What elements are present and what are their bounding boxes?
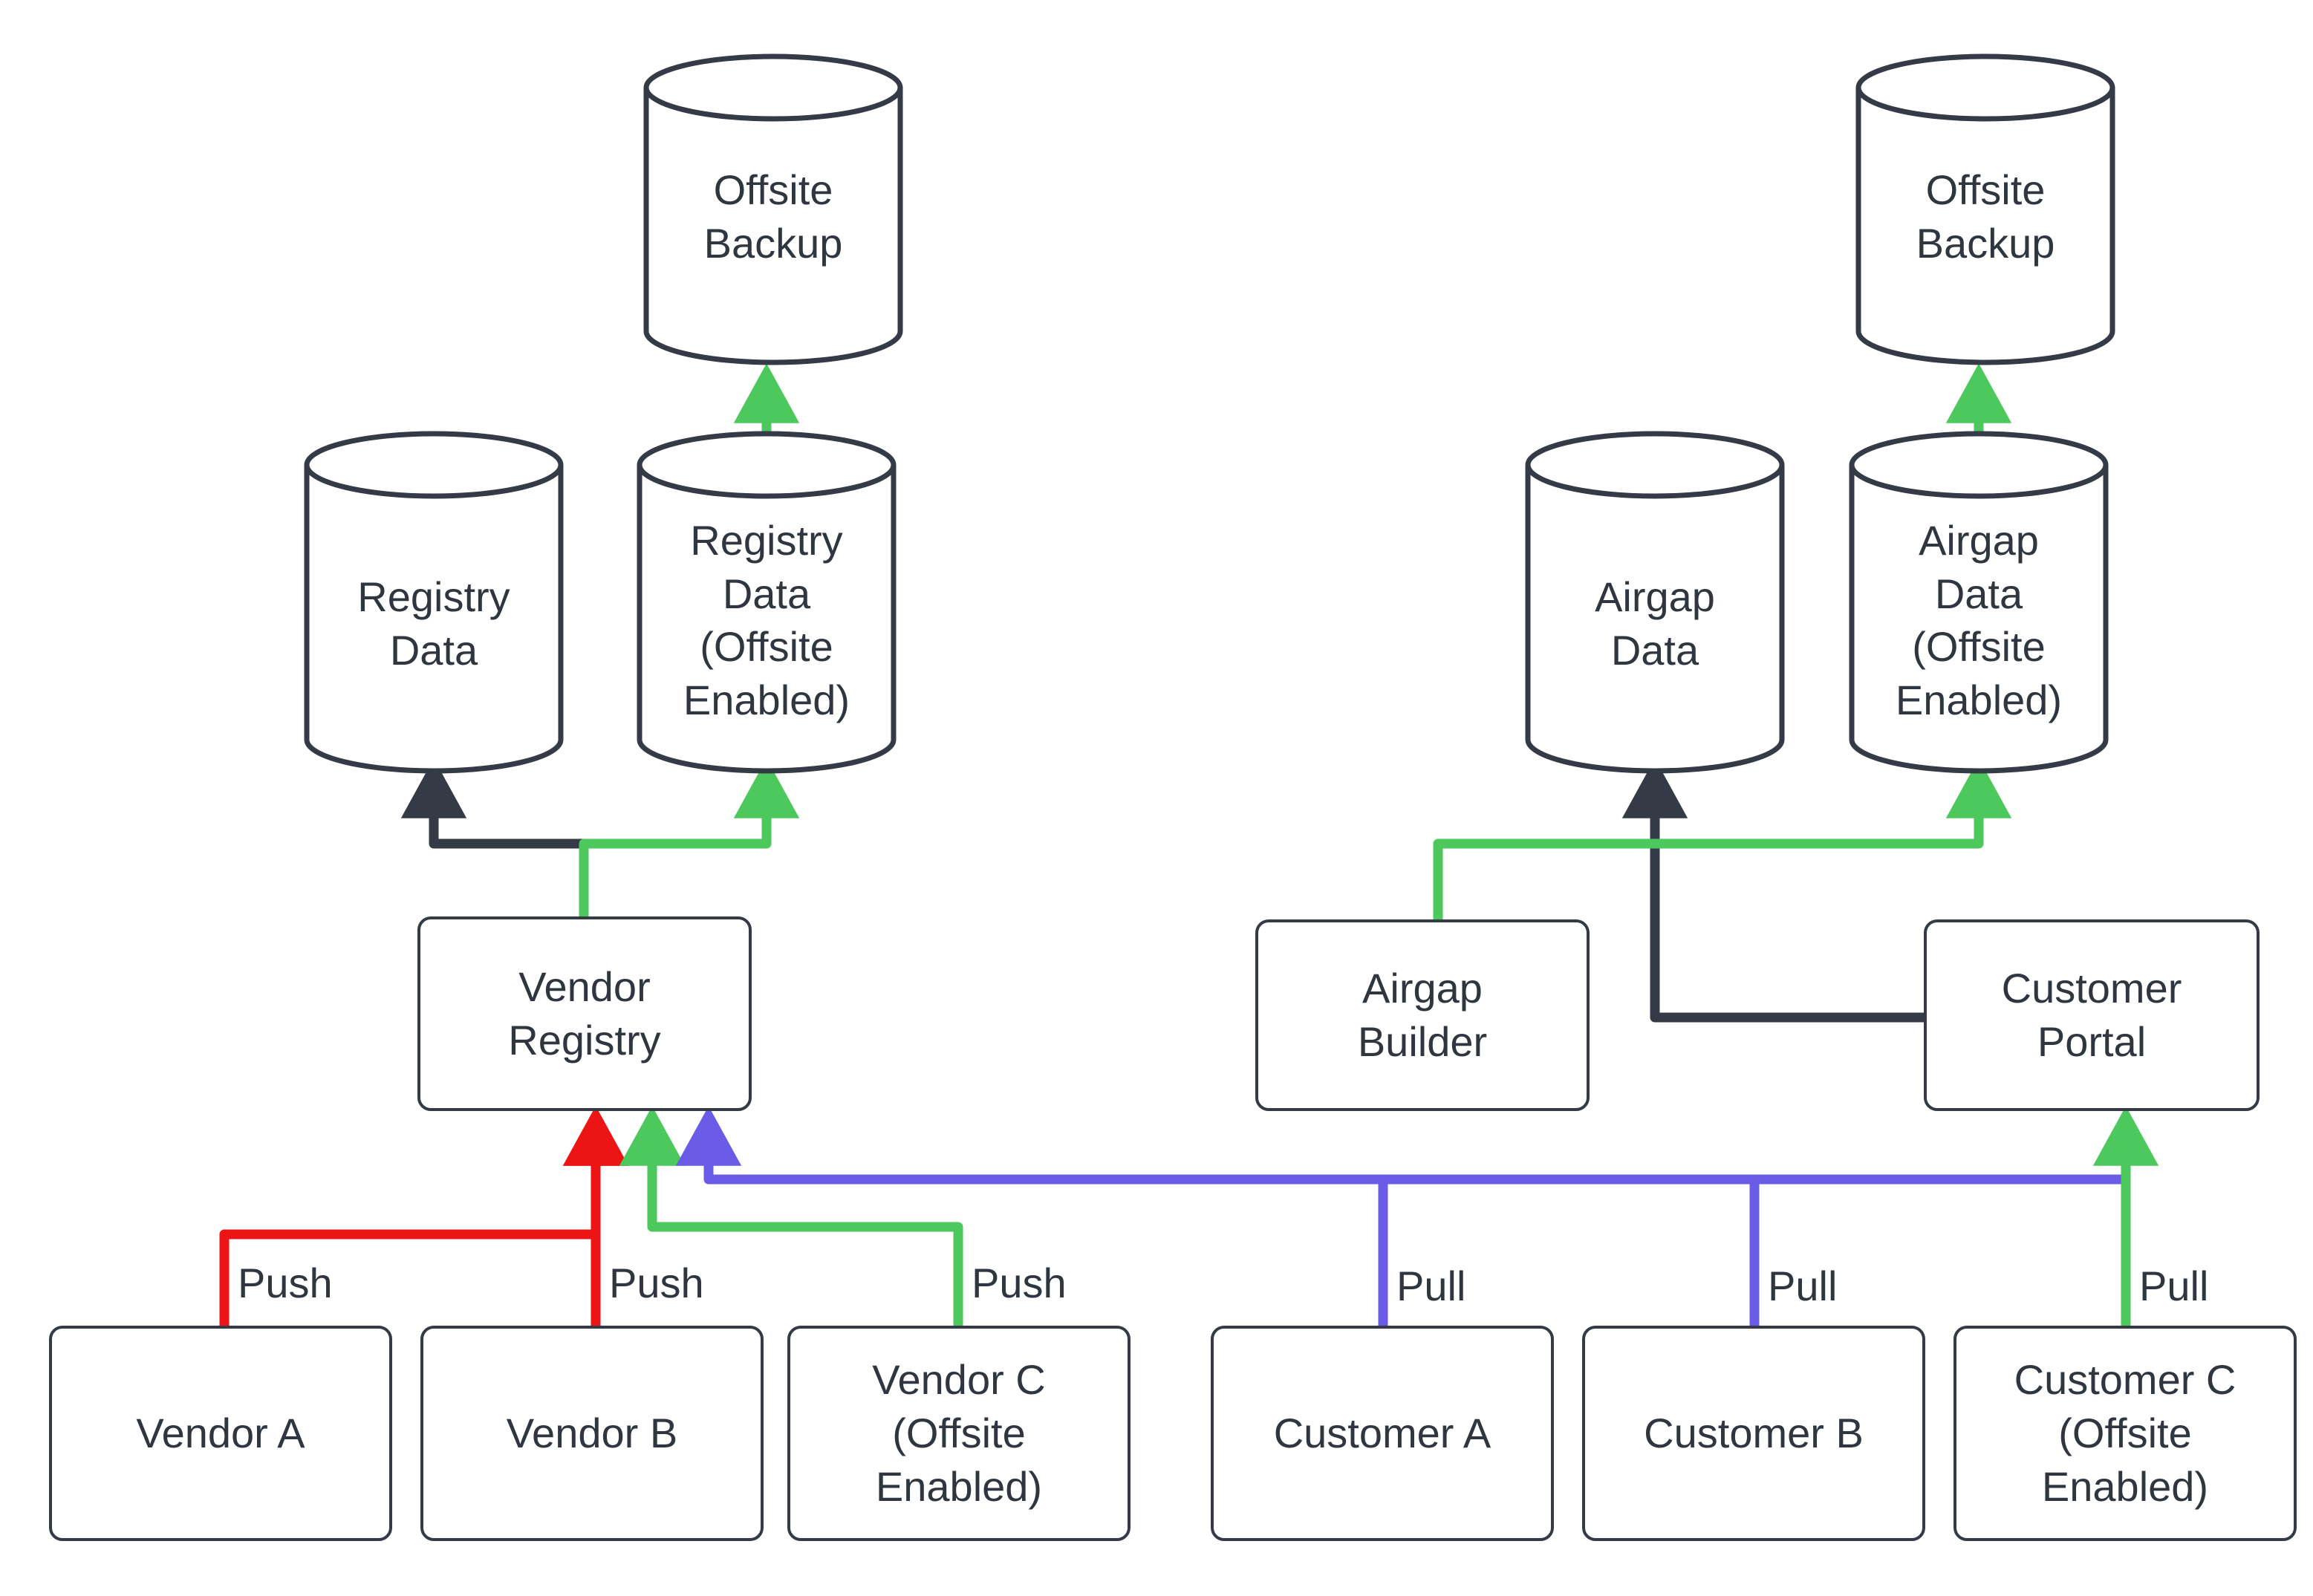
edge-customer-portal-to-airgap-data — [1621, 758, 1924, 1023]
cylinder-shape — [1525, 431, 1785, 774]
node-label: Vendor B — [506, 1410, 678, 1457]
cylinder-shape — [637, 431, 897, 774]
node-label: Vendor Registry — [508, 963, 661, 1064]
node-label: Registry Data (Offsite Enabled) — [683, 517, 850, 724]
node-label: Vendor A — [136, 1410, 305, 1457]
cylinder-shape — [304, 431, 564, 774]
edge-vendor-registry-to-registry-data-offsite — [579, 758, 800, 916]
edge-label-customer-a-pull: Pull — [1390, 1266, 1472, 1307]
node-offsite-backup-right[interactable]: Offsite Backup — [1855, 53, 2115, 365]
node-vendor-registry[interactable]: Vendor Registry — [417, 916, 752, 1111]
node-customer-a[interactable]: Customer A — [1211, 1326, 1554, 1541]
node-vendor-c[interactable]: Vendor C (Offsite Enabled) — [787, 1326, 1131, 1541]
node-label: Offsite Backup — [703, 166, 843, 267]
node-customer-b[interactable]: Customer B — [1582, 1326, 1925, 1541]
node-vendor-a[interactable]: Vendor A — [49, 1326, 392, 1541]
node-label: Vendor C (Offsite Enabled) — [872, 1356, 1046, 1510]
node-label: Customer Portal — [2001, 965, 2182, 1065]
node-label: Offsite Backup — [1916, 166, 2055, 267]
node-label: Airgap Data — [1595, 573, 1715, 674]
node-airgap-data[interactable]: Airgap Data — [1525, 431, 1785, 774]
edge-label-customer-b-pull: Pull — [1762, 1266, 1844, 1307]
node-customer-c[interactable]: Customer C (Offsite Enabled) — [1953, 1326, 2297, 1541]
edge-label-vendor-b-push: Push — [603, 1263, 710, 1304]
cylinder-shape — [1849, 431, 2109, 774]
node-registry-data-offsite[interactable]: Registry Data (Offsite Enabled) — [637, 431, 897, 774]
edge-label-vendor-a-push: Push — [232, 1263, 339, 1304]
node-registry-data[interactable]: Registry Data — [304, 431, 564, 774]
cylinder-shape — [643, 53, 903, 365]
edge-label-vendor-c-push: Push — [966, 1263, 1073, 1304]
edge-label-customer-c-pull: Pull — [2133, 1266, 2215, 1307]
node-label: Airgap Data (Offsite Enabled) — [1895, 517, 2063, 724]
node-offsite-backup-left[interactable]: Offsite Backup — [643, 53, 903, 365]
node-label: Customer B — [1644, 1410, 1864, 1457]
node-airgap-builder[interactable]: Airgap Builder — [1255, 919, 1590, 1111]
node-label: Registry Data — [357, 573, 510, 674]
node-label: Customer A — [1273, 1410, 1491, 1457]
node-label: Airgap Builder — [1357, 965, 1488, 1065]
node-airgap-data-offsite[interactable]: Airgap Data (Offsite Enabled) — [1849, 431, 2109, 774]
edge-customer-a-to-vendor-registry — [675, 1106, 1388, 1326]
node-customer-portal[interactable]: Customer Portal — [1924, 919, 2260, 1111]
edge-vendor-c-to-vendor-registry — [619, 1106, 963, 1326]
node-label: Customer C (Offsite Enabled) — [2014, 1356, 2236, 1510]
edge-vendor-registry-to-registry-data — [400, 758, 589, 916]
node-vendor-b[interactable]: Vendor B — [420, 1326, 764, 1541]
cylinder-shape — [1855, 53, 2115, 365]
edge-airgap-builder-to-airgap-data-offsite — [1433, 758, 2012, 919]
